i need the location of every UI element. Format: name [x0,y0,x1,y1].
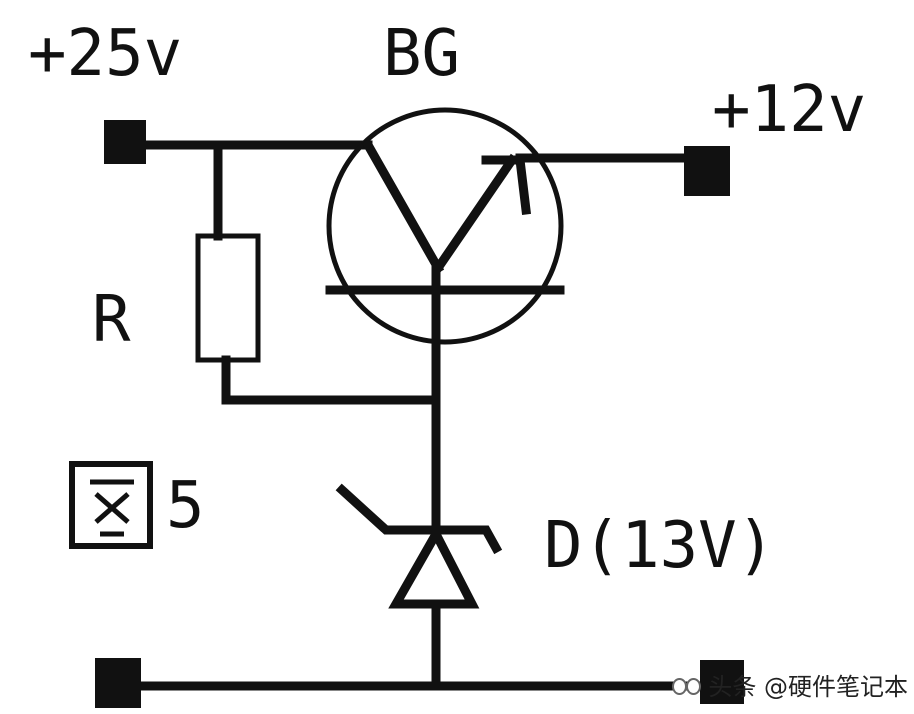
zener-bar [335,483,503,555]
transistor-label: BG [383,17,461,91]
transistor-collector [361,138,445,275]
transistor-emitter [431,153,519,275]
watermark-text: 头条 @硬件笔记本 [708,673,908,701]
resistor-body [195,233,261,363]
input-voltage-label: +25v [28,17,183,91]
figure-number-label: 5 [166,469,205,543]
output-voltage-label: +12v [712,73,867,147]
input-terminal [104,120,146,164]
transistor-body [326,107,564,345]
watermark: 头条 @硬件笔记本 [670,667,908,702]
figure-symbol [69,461,153,549]
watermark-logo-icon [670,675,702,695]
resistor-label: R [92,283,131,357]
ground-terminal-left [95,658,141,708]
zener-triangle [388,524,480,609]
output-terminal [684,146,730,196]
diode-label: D(13V) [544,509,776,583]
ground-terminal-right [700,660,744,704]
